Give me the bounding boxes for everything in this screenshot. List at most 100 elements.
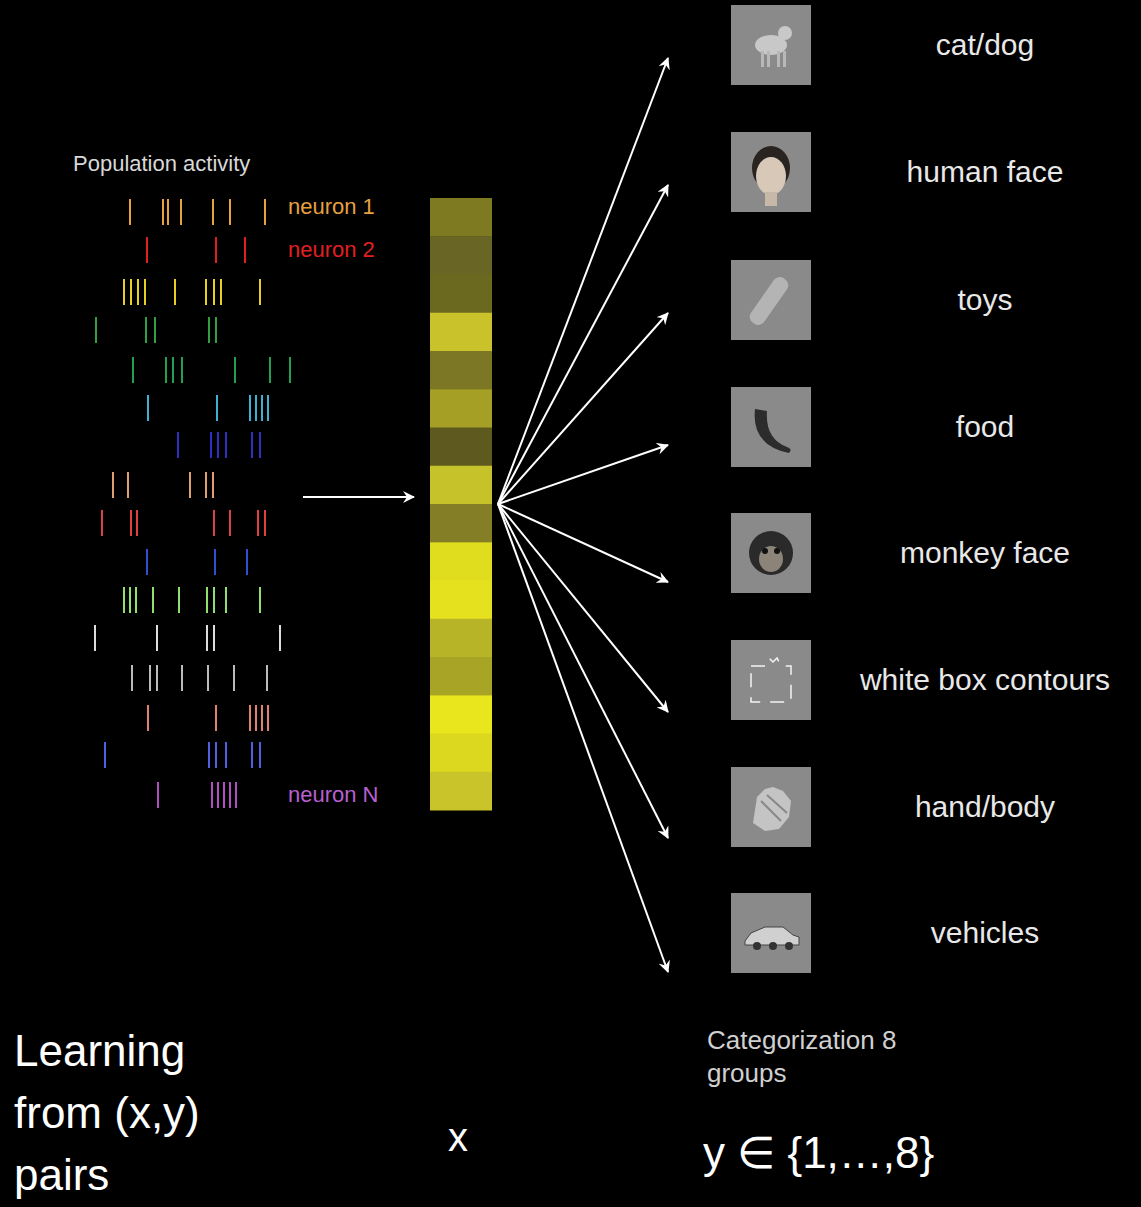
thumbnail-ground — [731, 132, 811, 212]
icon-part — [761, 51, 764, 67]
icon-part — [753, 942, 761, 950]
spike-tick — [147, 395, 149, 421]
spike-tick — [152, 587, 154, 613]
spike-tick — [149, 665, 151, 691]
thumbnail-ground — [731, 260, 811, 340]
spike-tick — [95, 317, 97, 343]
vector-cell — [430, 695, 492, 734]
spike-tick — [101, 510, 103, 536]
vector-cell — [430, 275, 492, 314]
icon-part — [769, 942, 777, 950]
spike-tick — [162, 199, 164, 225]
spike-tick — [259, 587, 261, 613]
connector-arrow — [498, 185, 668, 504]
spike-tick — [229, 782, 231, 808]
category-label: white box contours — [830, 640, 1140, 720]
thumbnail-icon — [755, 26, 792, 67]
category-item: food — [668, 387, 1140, 467]
thumbnail-icon — [749, 531, 793, 575]
spike-tick — [213, 625, 215, 651]
spike-tick — [257, 510, 259, 536]
spike-tick — [244, 237, 246, 263]
spike-tick — [136, 510, 138, 536]
spike-tick — [214, 549, 216, 575]
spike-tick — [259, 279, 261, 305]
spike-tick — [212, 199, 214, 225]
thumbnail — [731, 5, 811, 85]
spike-tick — [205, 279, 207, 305]
spike-tick — [129, 587, 131, 613]
spike-tick — [130, 510, 132, 536]
thumbnail-ground — [731, 893, 811, 973]
spike-tick — [267, 395, 269, 421]
spike-tick — [251, 742, 253, 768]
thumbnail — [731, 260, 811, 340]
spike-tick — [178, 587, 180, 613]
spike-tick — [130, 279, 132, 305]
spike-tick — [264, 510, 266, 536]
vector-cell — [430, 466, 492, 505]
vector-symbol: x — [448, 1113, 468, 1161]
spike-tick — [144, 279, 146, 305]
spike-tick — [206, 587, 208, 613]
spike-tick — [246, 549, 248, 575]
category-item: white box contours — [668, 640, 1140, 720]
category-label: monkey face — [830, 513, 1140, 593]
spike-tick — [249, 395, 251, 421]
spike-tick — [123, 279, 125, 305]
vector-cell — [430, 581, 492, 620]
spike-tick — [279, 625, 281, 651]
category-item: toys — [668, 260, 1140, 340]
spike-tick — [137, 279, 139, 305]
neuron-label: neuron 1 — [288, 193, 375, 221]
vector-cell — [430, 734, 492, 773]
spike-tick — [249, 705, 251, 731]
thumbnail-ground — [731, 767, 811, 847]
spike-tick — [217, 432, 219, 458]
spike-tick — [180, 199, 182, 225]
icon-part — [759, 546, 783, 572]
spike-tick — [146, 237, 148, 263]
spike-tick — [217, 782, 219, 808]
spike-tick — [234, 357, 236, 383]
spike-tick — [261, 705, 263, 731]
category-label: vehicles — [830, 893, 1140, 973]
icon-part — [778, 26, 792, 40]
spike-tick — [269, 357, 271, 383]
thumbnail-icon — [745, 927, 799, 950]
connector-arrow — [303, 496, 414, 498]
spike-tick — [213, 510, 215, 536]
panel-heading: Population activity — [73, 150, 250, 178]
thumbnail-icon — [747, 274, 791, 327]
caption-text: Learning from (x,y) pairs — [14, 1020, 264, 1206]
spike-tick — [146, 549, 148, 575]
connector-arrow — [498, 504, 668, 712]
spike-tick — [132, 357, 134, 383]
category-item: hand/body — [668, 767, 1140, 847]
icon-part — [749, 531, 793, 575]
thumbnail-ground — [731, 640, 811, 720]
spike-tick — [177, 432, 179, 458]
thumbnail — [731, 387, 811, 467]
category-item: monkey face — [668, 513, 1140, 593]
spike-tick — [181, 665, 183, 691]
spike-tick — [225, 587, 227, 613]
icon-part — [777, 51, 780, 67]
spike-tick — [208, 742, 210, 768]
spike-tick — [112, 472, 114, 498]
spike-tick — [156, 665, 158, 691]
spike-tick — [220, 279, 222, 305]
spike-tick — [212, 472, 214, 498]
icon-part — [753, 787, 791, 831]
spike-tick — [267, 705, 269, 731]
icon-part — [751, 658, 791, 702]
category-label: cat/dog — [830, 5, 1140, 85]
spike-tick — [174, 279, 176, 305]
spike-tick — [266, 665, 268, 691]
spike-tick — [255, 705, 257, 731]
category-item: vehicles — [668, 893, 1140, 973]
icon-part — [762, 548, 768, 554]
vector-cell — [430, 428, 492, 467]
neuron-label: neuron N — [288, 781, 379, 809]
